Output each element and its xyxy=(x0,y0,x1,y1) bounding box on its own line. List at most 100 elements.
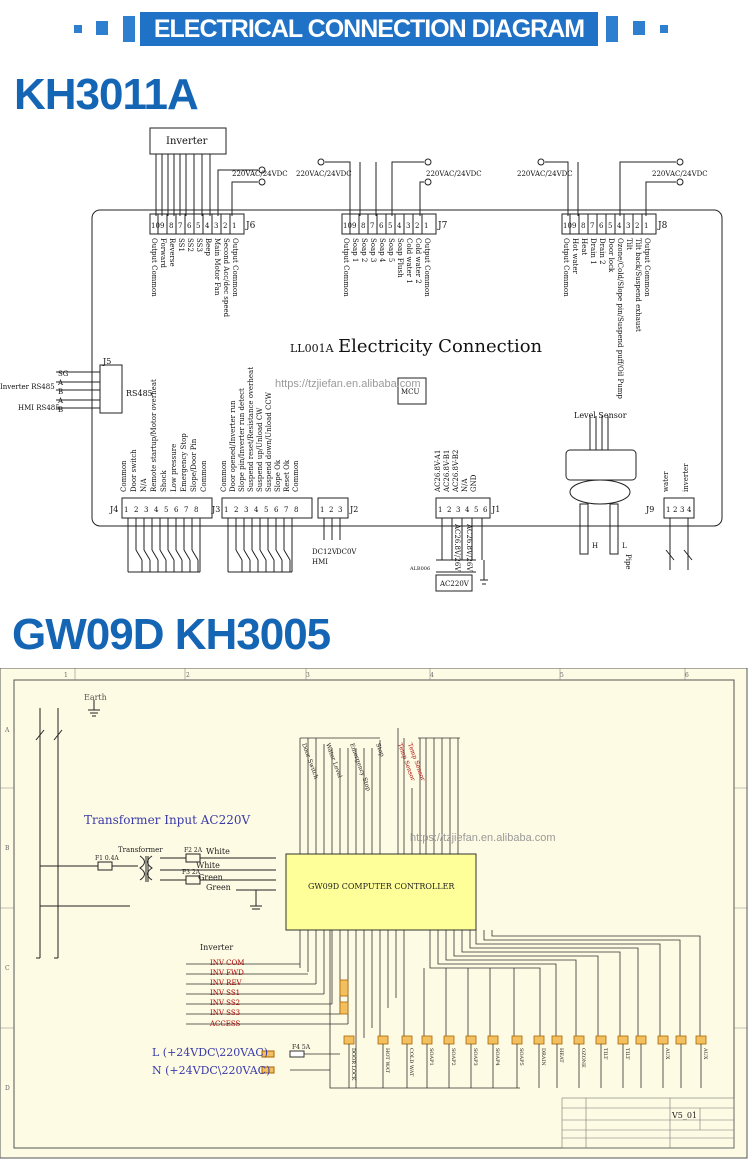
j3-pin-label: Suspend up/Unload CW xyxy=(256,407,264,492)
j6-pin-label: SS2 xyxy=(186,238,194,252)
svg-text:2: 2 xyxy=(234,506,238,514)
model-title-kh3011a: KH3011A xyxy=(14,70,199,119)
fuse-f3: F3 2A xyxy=(182,869,201,876)
svg-text:7: 7 xyxy=(284,506,288,514)
inv-line-fwd: INV FWD xyxy=(210,969,244,977)
j1-ac-note-label: AC26.8V/26V xyxy=(453,523,461,572)
j4-pin-label: Remote startup/Motor overheat xyxy=(150,379,158,492)
j8-pin-label: Tilt back/Suspend exhaust xyxy=(634,238,642,332)
svg-text:3: 3 xyxy=(244,506,248,514)
j1-pin-label: AC26.8V-A1 xyxy=(434,450,442,493)
j5-left-label-hmi: HMI RS485 xyxy=(18,404,60,412)
j5-connector xyxy=(99,364,123,414)
j6-pin-label: Output Common xyxy=(231,238,239,297)
svg-text:3: 3 xyxy=(680,506,684,514)
j3-pin-label: Suspend down/Unload CCW xyxy=(265,391,273,492)
output-label: DOOR LOCK xyxy=(350,1048,356,1081)
wiring-diagram-gw09d: 1 2 3 4 5 6 A B C D xyxy=(0,668,748,1159)
j3-connector xyxy=(221,497,313,519)
svg-text:1: 1 xyxy=(124,506,128,514)
inverter-label-2: Inverter xyxy=(200,943,233,952)
frame-number: 6 xyxy=(685,672,689,679)
j4-pin-label: Shock xyxy=(160,470,168,492)
j6-connector xyxy=(149,213,245,235)
svg-text:9: 9 xyxy=(160,222,164,230)
svg-text:3: 3 xyxy=(626,222,630,230)
j7-pin-label: Soap 3 xyxy=(369,238,377,262)
j4-pin-label: Common xyxy=(120,460,128,492)
output-label: COLD WAT xyxy=(408,1048,414,1077)
j7-pin-label: Soap Flush xyxy=(396,238,404,278)
output-label: TILT xyxy=(624,1048,630,1060)
j7-name: J7 xyxy=(437,221,448,231)
svg-text:6: 6 xyxy=(187,222,192,230)
j1-pin-label: GND xyxy=(470,474,478,492)
output-label: DRAIN xyxy=(540,1048,546,1066)
transformer-input-label: Transformer Input AC220V xyxy=(84,813,250,827)
frame-number: 5 xyxy=(560,672,564,679)
j1-pin-label: N/A xyxy=(461,478,469,492)
j2-name: J2 xyxy=(349,505,358,514)
j6-pin-label: SS1 xyxy=(177,238,185,252)
j8-pin-label: Door lock xyxy=(607,238,615,273)
supply-label-j8b: 220VAC/24VDC xyxy=(652,170,708,178)
j5-left-label-inverter: Inverter RS485 xyxy=(0,383,55,391)
level-pipe-label: Pipe xyxy=(624,554,632,570)
supply-label-j7a: 220VAC/24VDC xyxy=(296,170,352,178)
frame-letter: C xyxy=(5,965,10,972)
banner-square-icon xyxy=(74,25,82,33)
svg-text:8: 8 xyxy=(581,222,585,230)
svg-text:4: 4 xyxy=(205,222,210,230)
j5-pin-a2: A xyxy=(57,397,64,405)
inv-line-ss3: INV SS3 xyxy=(210,1009,240,1017)
svg-text:2: 2 xyxy=(223,222,227,230)
j6-pin-label: Second Acc/dec speed xyxy=(222,238,230,318)
svg-text:4: 4 xyxy=(617,222,622,230)
j1-connector xyxy=(435,497,491,519)
svg-text:1: 1 xyxy=(320,506,324,514)
banner-square-icon xyxy=(96,21,108,35)
j6-name: J6 xyxy=(245,221,256,231)
svg-text:7: 7 xyxy=(184,506,188,514)
controller-board xyxy=(91,209,723,527)
j5-pin-a1: A xyxy=(57,379,64,387)
svg-text:4: 4 xyxy=(465,506,470,514)
gw09d-controller xyxy=(285,853,477,931)
svg-text:1: 1 xyxy=(644,222,648,230)
transformer-label: Transformer xyxy=(118,846,163,854)
j8-pin-label: Hot water xyxy=(571,238,579,274)
svg-text:1: 1 xyxy=(232,222,236,230)
j3-pin-label: Door opened/Inverter run xyxy=(229,400,237,492)
j3-pin-label: Slope pin/Inverter run detect xyxy=(238,388,246,492)
svg-text:7: 7 xyxy=(370,222,374,230)
level-sensor-l: L xyxy=(622,542,627,550)
svg-text:8: 8 xyxy=(294,506,298,514)
svg-text:7: 7 xyxy=(590,222,594,230)
svg-text:10: 10 xyxy=(563,222,572,230)
j9-pin-label: water xyxy=(662,471,670,492)
svg-text:3: 3 xyxy=(456,506,460,514)
wiring-diagram-kh3011a: Inverter 220VAC/24VDC 220VAC/24VDC 220VA… xyxy=(0,127,723,592)
j6-pin-label: SS3 xyxy=(195,238,203,252)
svg-text:2: 2 xyxy=(635,222,639,230)
inv-line-ss1: INV SS1 xyxy=(210,989,240,997)
supply-label-j8a: 220VAC/24VDC xyxy=(517,170,573,178)
supply-label-j6: 220VAC/24VDC xyxy=(232,170,288,178)
fuse-f1: F1 0.4A xyxy=(95,855,119,862)
output-label: SOAP4 xyxy=(494,1048,500,1066)
j5-bus: RS485 xyxy=(126,389,153,398)
output-label: SOAP5 xyxy=(518,1048,524,1066)
j9-pin-label: inverter xyxy=(682,463,690,492)
svg-text:6: 6 xyxy=(379,222,384,230)
level-sensor xyxy=(565,449,637,481)
j7-pin-label: Soap 5 xyxy=(387,238,395,262)
version-label: V5_01 xyxy=(671,1111,697,1120)
j1-pin-label: AC26.8V-B1 xyxy=(443,450,451,493)
j7-pin-label: Soap 1 xyxy=(351,238,359,262)
